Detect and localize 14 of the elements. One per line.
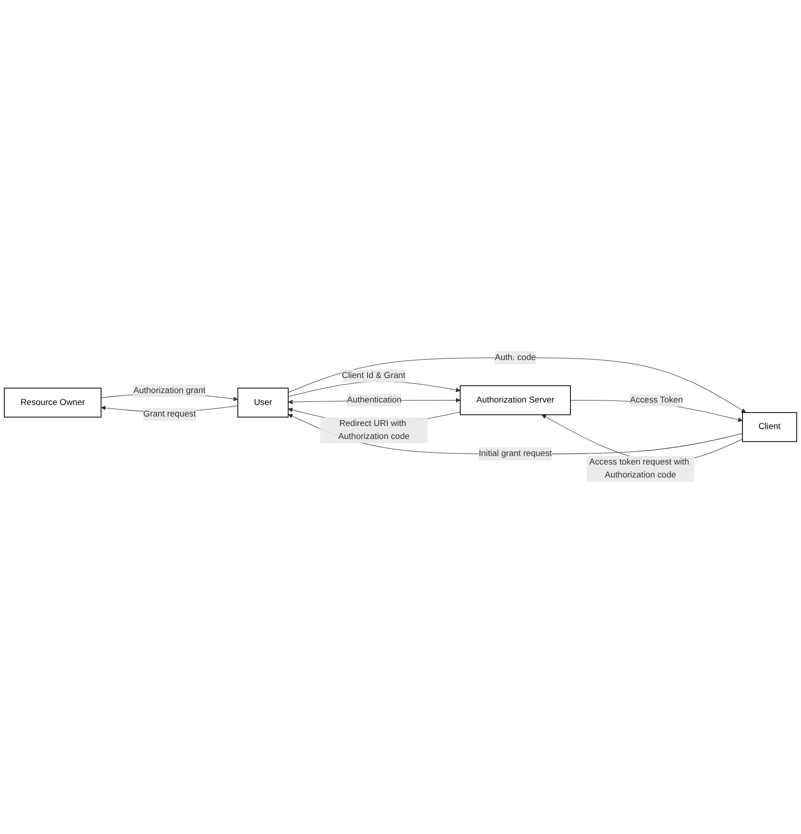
edge-label: Auth. code: [494, 353, 536, 363]
node-box: Client: [742, 412, 798, 442]
edge-label: Authorization grant: [133, 386, 206, 396]
node-box: User: [237, 388, 289, 418]
edge-label: Client Id & Grant: [342, 372, 406, 381]
edge-label: Access Token: [630, 396, 683, 405]
edge-label: Grant request: [143, 410, 196, 420]
edge-label: Authentication: [346, 396, 402, 405]
node-box: Authorization Server: [460, 386, 571, 416]
edge-label: Access token request with Authorization code: [589, 458, 690, 480]
node-box: Resource Owner: [4, 388, 102, 418]
edge-label: Redirect URI with Authorization code: [338, 419, 410, 442]
arrow: [288, 414, 743, 455]
edge-label: Initial grant request: [478, 450, 552, 459]
